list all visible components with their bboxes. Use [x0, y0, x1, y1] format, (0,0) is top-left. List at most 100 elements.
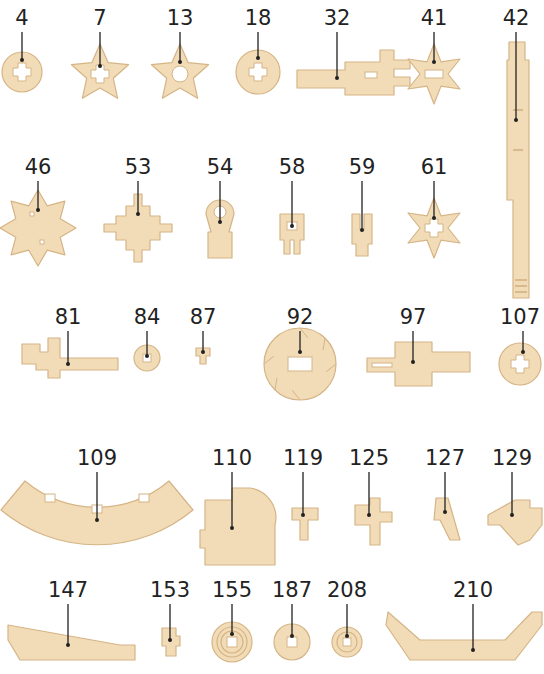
leader-dot: [201, 350, 205, 354]
part-97: [367, 342, 470, 386]
callout-number: 54: [207, 154, 234, 180]
callout-number: 46: [25, 154, 52, 180]
slot: [372, 363, 392, 367]
pin-hole: [40, 240, 44, 244]
cross-hole: [91, 65, 109, 83]
angle-piece: [355, 498, 392, 545]
callout-number: 153: [150, 577, 190, 603]
leader-dot: [510, 513, 514, 517]
bar-piece: [297, 50, 410, 95]
bracket-piece: [200, 488, 276, 565]
square-hole: [343, 638, 351, 646]
part-107: [499, 343, 541, 385]
part-18: [236, 50, 280, 94]
groove: [515, 279, 527, 280]
leader-dot: [230, 632, 234, 636]
leader-dot: [66, 643, 70, 647]
peg-piece: [162, 628, 180, 656]
callout-number: 58: [279, 154, 306, 180]
leader-dot: [256, 56, 260, 60]
lever-bar: [8, 625, 135, 660]
groove: [515, 285, 527, 286]
wing-piece: [488, 500, 542, 545]
leader-dot: [98, 64, 102, 68]
leader-dot: [95, 518, 99, 522]
part-81: [22, 338, 118, 378]
callout-number: 4: [15, 5, 28, 31]
callout-number: 125: [349, 445, 389, 471]
leader-dot: [136, 212, 140, 216]
leader-dot: [471, 648, 475, 652]
part-147: [8, 625, 135, 660]
callout-number: 59: [349, 154, 376, 180]
groove: [515, 291, 527, 292]
callout-number: 119: [283, 445, 323, 471]
square-hole: [227, 637, 237, 647]
callout-number: 81: [55, 304, 82, 330]
callout-number: 61: [421, 154, 448, 180]
callout-number: 208: [327, 577, 367, 603]
part-153: [162, 628, 180, 656]
tiny-piece: [196, 348, 210, 364]
leader-dot: [290, 224, 294, 228]
pin-hole: [30, 212, 34, 216]
long-post: [507, 42, 529, 298]
part-125: [355, 498, 392, 545]
part-42: [507, 42, 529, 298]
leader-dot: [514, 118, 518, 122]
cross-hole: [249, 63, 267, 81]
callout-number: 155: [212, 577, 252, 603]
leader-dot: [168, 638, 172, 642]
part-127: [434, 498, 460, 540]
disc: [236, 50, 280, 94]
disc: [2, 52, 42, 92]
leader-dot: [298, 350, 302, 354]
arm-piece: [22, 338, 118, 378]
callout-number: 110: [212, 445, 252, 471]
leader-dot: [432, 60, 436, 64]
callout-number: 92: [287, 304, 314, 330]
callout-number: 13: [167, 5, 194, 31]
notch: [139, 494, 149, 502]
part-4: [2, 52, 42, 92]
t-piece: [292, 508, 318, 540]
slot: [288, 357, 312, 371]
groove: [513, 109, 523, 110]
part-129: [488, 500, 542, 545]
leader-dot: [178, 60, 182, 64]
leader-dot: [20, 58, 24, 62]
callout-number: 107: [500, 304, 540, 330]
callout-number: 210: [453, 577, 493, 603]
cross-hole: [511, 355, 529, 373]
leader-dot: [367, 513, 371, 517]
callout-number: 109: [77, 445, 117, 471]
leader-dot: [360, 228, 364, 232]
callout-number: 41: [421, 5, 448, 31]
callout-number: 18: [245, 5, 272, 31]
cross-hole: [425, 219, 443, 237]
callout-number: 129: [492, 445, 532, 471]
square-hole: [287, 637, 297, 647]
connector-piece: [367, 342, 470, 386]
callout-number: 147: [48, 577, 88, 603]
square-hole: [143, 354, 151, 362]
leader-dot: [145, 354, 149, 358]
notch: [45, 494, 55, 502]
washer-ring: [221, 631, 243, 653]
groove: [513, 149, 523, 150]
cradle-piece: [386, 612, 542, 660]
leader-lines: [22, 32, 523, 650]
leader-dot: [335, 76, 339, 80]
leader-line: [22, 32, 523, 650]
leader-dot: [230, 526, 234, 530]
part-110: [200, 488, 276, 565]
part-32: [297, 50, 410, 95]
leader-dot: [218, 220, 222, 224]
part-119: [292, 508, 318, 540]
callout-number: 32: [324, 5, 351, 31]
leader-dot: [432, 216, 436, 220]
callout-number: 87: [190, 304, 217, 330]
washer-ring: [337, 632, 357, 652]
